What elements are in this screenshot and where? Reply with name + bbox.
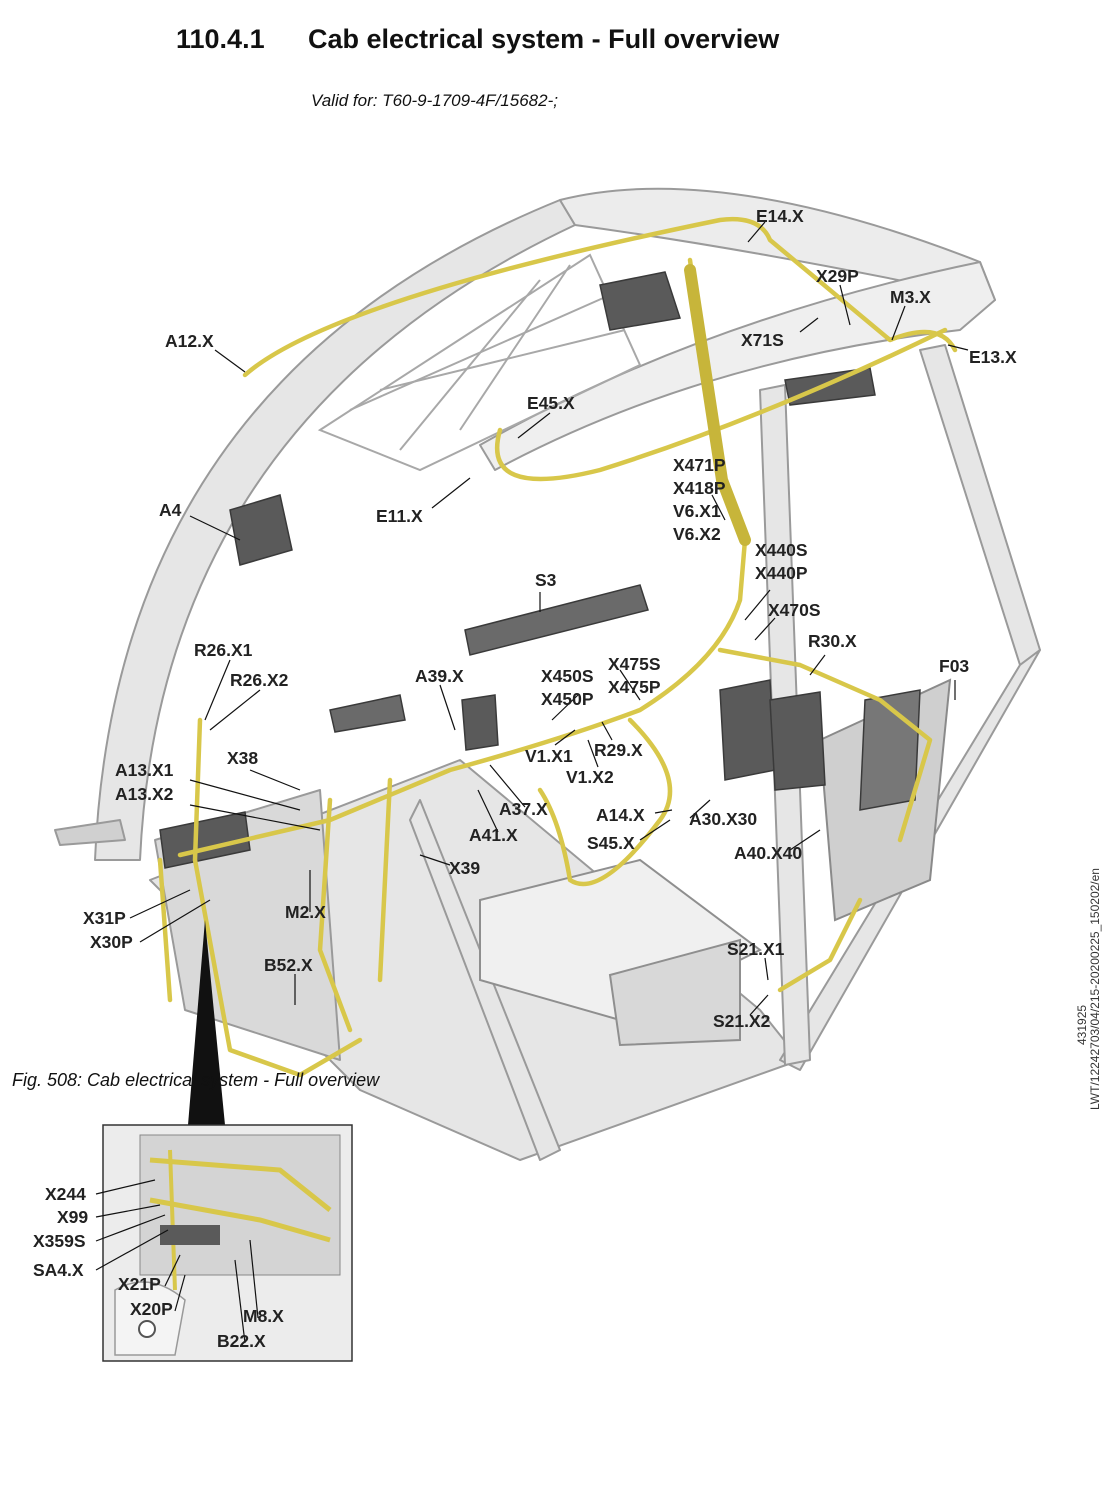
label-v6-x2: V6.X2 (673, 524, 721, 544)
label-x21p: X21P (118, 1274, 161, 1294)
label-m2-x: M2.X (285, 902, 326, 922)
validity-note: Valid for: T60-9-1709-4F/15682-; (311, 91, 558, 110)
section-number: 110.4.1 (176, 24, 265, 54)
label-a13-x1: A13.X1 (115, 760, 174, 780)
label-s21-x2: S21.X2 (713, 1011, 771, 1031)
label-a39-x: A39.X (415, 666, 464, 686)
components (159, 271, 921, 869)
label-m8-x: M8.X (243, 1306, 284, 1326)
label-r29-x: R29.X (594, 740, 643, 760)
label-x31p: X31P (83, 908, 126, 928)
label-x471p: X471P (673, 455, 726, 475)
label-s21-x1: S21.X1 (727, 939, 785, 959)
a4-module (229, 494, 293, 566)
label-a12-x: A12.X (165, 331, 214, 351)
rear-pillar (919, 344, 1041, 666)
roof-front-beam (479, 261, 996, 471)
label-a30-x30: A30.X30 (689, 809, 757, 829)
label-a40-x40: A40.X40 (734, 843, 802, 863)
label-a37-x: A37.X (499, 799, 548, 819)
label-x38: X38 (227, 748, 258, 768)
label-x30p: X30P (90, 932, 133, 952)
label-x440p: X440P (755, 563, 808, 583)
label-e11-x: E11.X (376, 506, 423, 526)
label-x99: X99 (57, 1207, 88, 1227)
label-x71s: X71S (741, 330, 784, 350)
detail-inset (102, 1124, 353, 1362)
label-a41-x: A41.X (469, 825, 518, 845)
roof-module (599, 271, 681, 331)
label-x470s: X470S (768, 600, 821, 620)
label-x244: X244 (45, 1184, 86, 1204)
label-x29p: X29P (816, 266, 859, 286)
label-x440s: X440S (755, 540, 808, 560)
label-a14-x: A14.X (596, 805, 645, 825)
label-v1-x1: V1.X1 (525, 746, 573, 766)
label-v1-x2: V1.X2 (566, 767, 614, 787)
section-title: Cab electrical system - Full overview (308, 24, 780, 54)
document-id: LWT/12242703/04/215-20200225_150202/en (1088, 868, 1102, 1110)
label-r26-x1: R26.X1 (194, 640, 253, 660)
label-x39: X39 (449, 858, 480, 878)
label-m3-x: M3.X (890, 287, 931, 307)
label-s3: S3 (535, 570, 557, 590)
label-sa4-x: SA4.X (33, 1260, 84, 1280)
figure-caption: Fig. 508: Cab electrical system - Full o… (12, 1070, 380, 1090)
label-e14-x: E14.X (756, 206, 804, 226)
leader-lines (95, 221, 969, 1344)
label-b22-x: B22.X (217, 1331, 266, 1351)
label-r30-x: R30.X (808, 631, 857, 651)
e13-module (784, 367, 876, 406)
detail-pointer (188, 920, 225, 1125)
label-e13-x: E13.X (969, 347, 1017, 367)
label-f03: F03 (939, 656, 969, 676)
label-x475s: X475S (608, 654, 661, 674)
component-labels: E14.X X29P M3.X E13.X X71S A12.X E45.X A… (33, 206, 1017, 1351)
s3-switch-panel (464, 584, 649, 656)
label-x475p: X475P (608, 677, 661, 697)
label-b52-x: B52.X (264, 955, 313, 975)
label-s45-x: S45.X (587, 833, 635, 853)
main-harness-bundle (684, 264, 751, 546)
label-x359s: X359S (33, 1231, 86, 1251)
roof-window-grid (317, 253, 642, 472)
label-x450s: X450S (541, 666, 594, 686)
label-a13-x2: A13.X2 (115, 784, 174, 804)
a39-unit (461, 694, 499, 751)
label-a4: A4 (159, 500, 182, 520)
section-heading: 110.4.1 Cab electrical system - Full over… (176, 24, 779, 55)
figure-number: 431925 (1075, 1004, 1089, 1045)
wiring-harness (157, 216, 958, 1078)
label-x450p: X450P (541, 689, 594, 709)
dash-switch-left (329, 694, 406, 733)
label-v6-x1: V6.X1 (673, 501, 721, 521)
label-x418p: X418P (673, 478, 726, 498)
a30-unit (719, 679, 776, 781)
label-x20p: X20P (130, 1299, 173, 1319)
a40-unit (769, 691, 826, 791)
seat (479, 858, 762, 1047)
label-e45-x: E45.X (527, 393, 575, 413)
label-r26-x2: R26.X2 (230, 670, 289, 690)
front-bracket (54, 819, 126, 846)
